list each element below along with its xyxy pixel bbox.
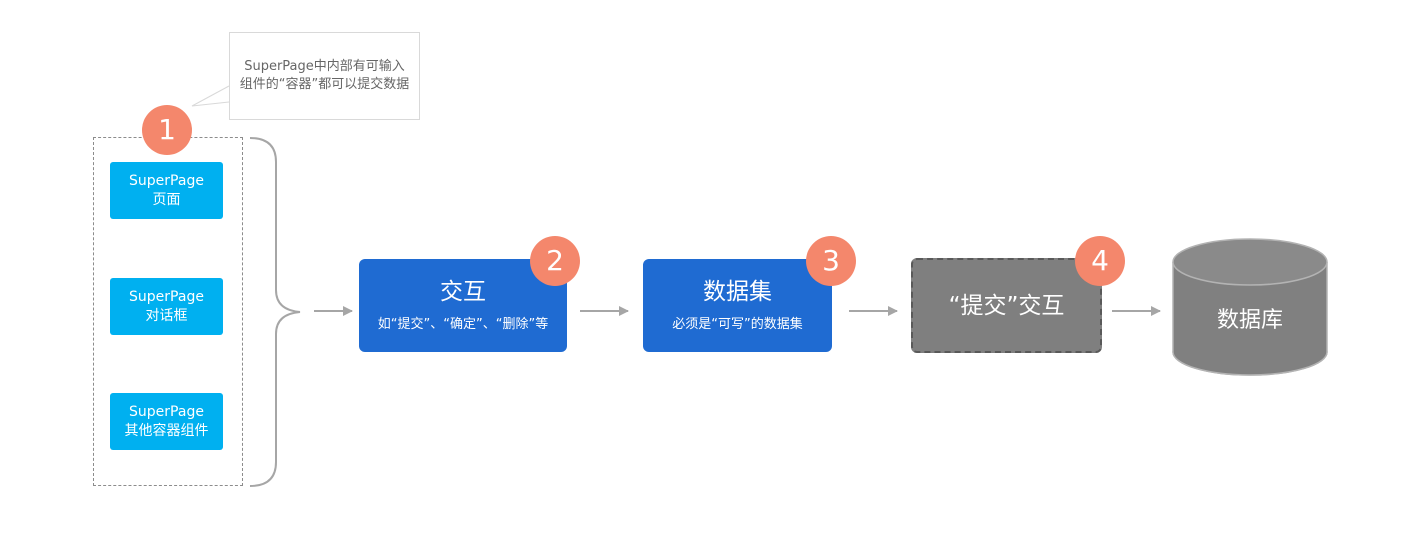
- source-line1: SuperPage: [129, 172, 204, 189]
- step-badge-1: 1: [142, 105, 192, 155]
- database-cylinder-icon: [1172, 238, 1328, 376]
- submit-interaction-step: “提交”交互: [911, 258, 1102, 353]
- source-line2: 其他容器组件: [124, 422, 209, 439]
- database-label: 数据库: [1216, 308, 1283, 333]
- source-superpage-dialog: SuperPage 对话框: [110, 278, 223, 335]
- callout-text: SuperPage中内部有可输入组件的“容器”都可以提交数据: [239, 59, 410, 92]
- dataset-step: 数据集 必须是“可写”的数据集: [643, 259, 832, 352]
- source-line1: SuperPage: [129, 288, 204, 305]
- source-container: SuperPage 页面 SuperPage 对话框 SuperPage 其他容…: [93, 137, 243, 486]
- source-superpage-other-container: SuperPage 其他容器组件: [110, 393, 223, 450]
- callout-pointer: [191, 85, 230, 107]
- step-badge-2: 2: [530, 236, 580, 286]
- source-line2: 页面: [152, 191, 181, 208]
- step-badge-3: 3: [806, 236, 856, 286]
- source-line2: 对话框: [145, 307, 188, 324]
- grouping-brace: [249, 137, 301, 487]
- submit-interaction-title: “提交”交互: [948, 292, 1065, 319]
- source-line1: SuperPage: [129, 403, 204, 420]
- source-superpage-page: SuperPage 页面: [110, 162, 223, 219]
- step-badge-4: 4: [1075, 236, 1125, 286]
- dataset-subtitle: 必须是“可写”的数据集: [672, 316, 803, 332]
- interaction-step: 交互 如“提交”、“确定”、“删除”等: [359, 259, 567, 352]
- interaction-title: 交互: [440, 278, 486, 305]
- interaction-subtitle: 如“提交”、“确定”、“删除”等: [377, 316, 549, 332]
- dataset-title: 数据集: [703, 278, 772, 305]
- callout-note: SuperPage中内部有可输入组件的“容器”都可以提交数据: [229, 32, 420, 120]
